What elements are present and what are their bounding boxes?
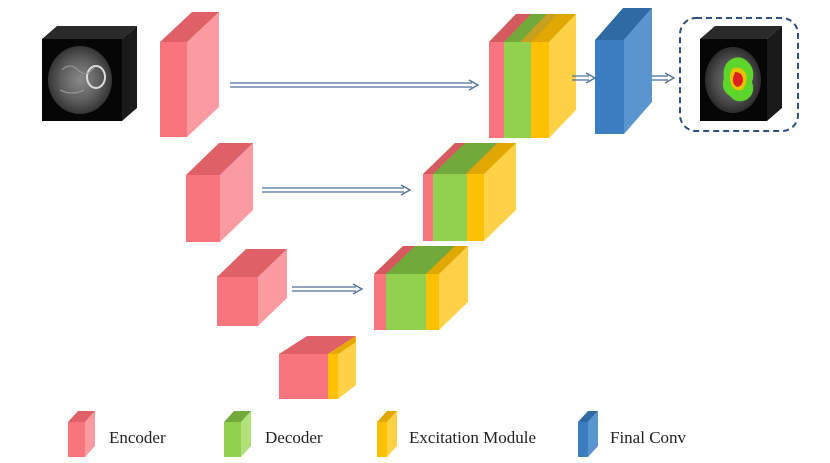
decoder-block-2	[423, 143, 516, 241]
legend-label-encoder: Encoder	[109, 428, 166, 447]
legend-label-excitation-module: Excitation Module	[409, 428, 536, 447]
brain-scan-icon	[48, 46, 112, 114]
legend-item-encoder: Encoder	[68, 411, 166, 457]
skip-arrow-1	[230, 79, 480, 91]
legend: Encoder Decoder Excitation Module Final …	[68, 411, 687, 457]
legend-item-decoder: Decoder	[224, 411, 323, 457]
bottleneck-block	[279, 336, 356, 399]
encoder-block-3	[217, 249, 287, 326]
encoder-block-2	[186, 143, 253, 242]
input-mri-image	[42, 26, 137, 121]
arrow-decoder-to-finalconv	[572, 72, 597, 84]
legend-item-final-conv: Final Conv	[578, 411, 687, 457]
skip-arrow-2	[262, 184, 412, 196]
legend-label-decoder: Decoder	[265, 428, 323, 447]
skip-arrow-3	[292, 283, 364, 295]
output-segmentation-image	[679, 17, 799, 132]
decoder-block-1	[489, 14, 576, 138]
decoder-block-3	[374, 246, 468, 330]
encoder-block-1	[160, 12, 219, 137]
legend-label-final-conv: Final Conv	[610, 428, 687, 447]
final-conv-block	[595, 8, 652, 134]
arrow-finalconv-to-output	[652, 72, 676, 84]
legend-item-excitation-module: Excitation Module	[377, 411, 536, 457]
